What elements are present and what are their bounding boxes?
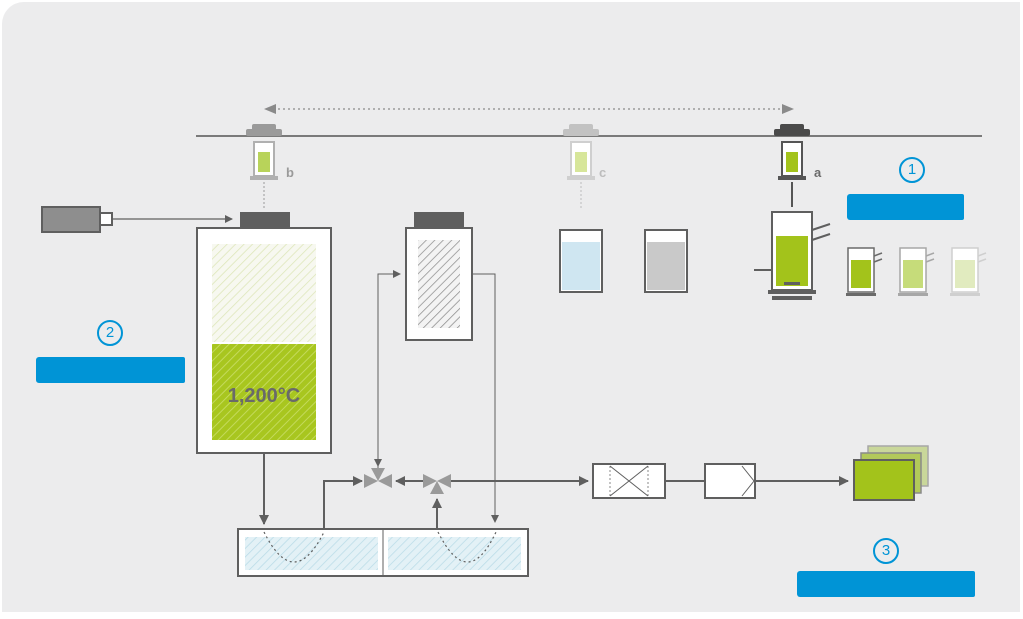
furnace-temperature: 1,200°C (228, 385, 301, 407)
beaker-blue (559, 229, 603, 293)
holder-small-3 (950, 247, 987, 296)
valve-1 (364, 468, 392, 488)
callout-bar-3 (797, 571, 975, 597)
quench-tank (237, 528, 529, 577)
callout-bar-1 (847, 194, 964, 220)
secondary-vessel (405, 212, 473, 341)
feeder-device (41, 206, 233, 233)
output-stack (853, 445, 929, 501)
badge-2: 2 (97, 320, 123, 346)
sampler-a-label: a (814, 165, 822, 180)
holder-small-2 (898, 247, 935, 296)
sampler-b-label: b (286, 165, 294, 180)
badge-3: 3 (873, 538, 899, 564)
holder-small-1 (846, 247, 883, 296)
sampler-b (246, 124, 282, 208)
sample-holder-a (754, 211, 831, 300)
dryer-unit (704, 463, 756, 499)
travel-arrow-right (782, 104, 794, 114)
badge-1: 1 (899, 157, 925, 183)
valve-2 (423, 474, 451, 494)
filter-unit (592, 463, 666, 499)
beaker-gray (644, 229, 688, 293)
travel-arrow-left (264, 104, 276, 114)
sampler-a (774, 124, 810, 207)
sampler-c-label: c (599, 165, 606, 180)
sampler-c (563, 124, 599, 208)
callout-bar-2 (36, 357, 185, 383)
furnace: 1,200°C (196, 212, 332, 454)
